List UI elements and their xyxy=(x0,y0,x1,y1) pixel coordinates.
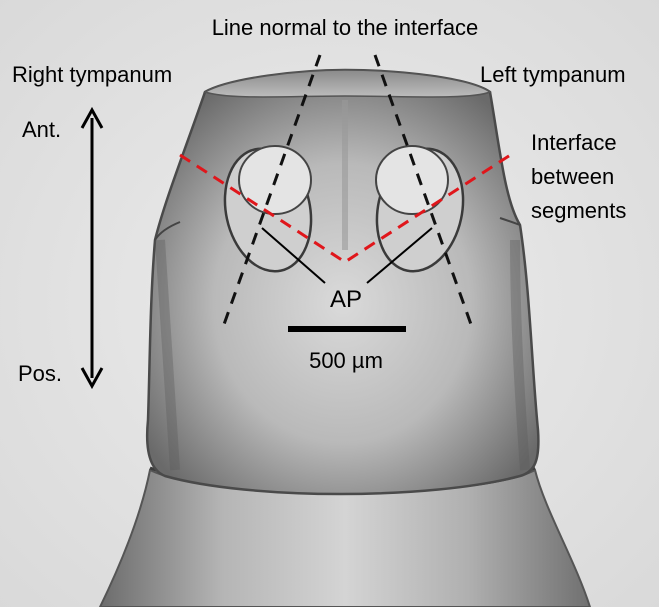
ap-label: AP xyxy=(330,286,362,313)
top-note-label: Line normal to the interface xyxy=(212,15,479,40)
right-tympanum-label: Right tympanum xyxy=(12,62,172,87)
interface-label-line3: segments xyxy=(531,198,626,223)
interface-label-line2: between xyxy=(531,164,614,189)
scale-label: 500 µm xyxy=(309,348,383,373)
interface-label-line1: Interface xyxy=(531,130,617,155)
anterior-label: Ant. xyxy=(22,117,61,142)
posterior-label: Pos. xyxy=(18,361,62,386)
left-tympanum-label: Left tympanum xyxy=(480,62,626,87)
